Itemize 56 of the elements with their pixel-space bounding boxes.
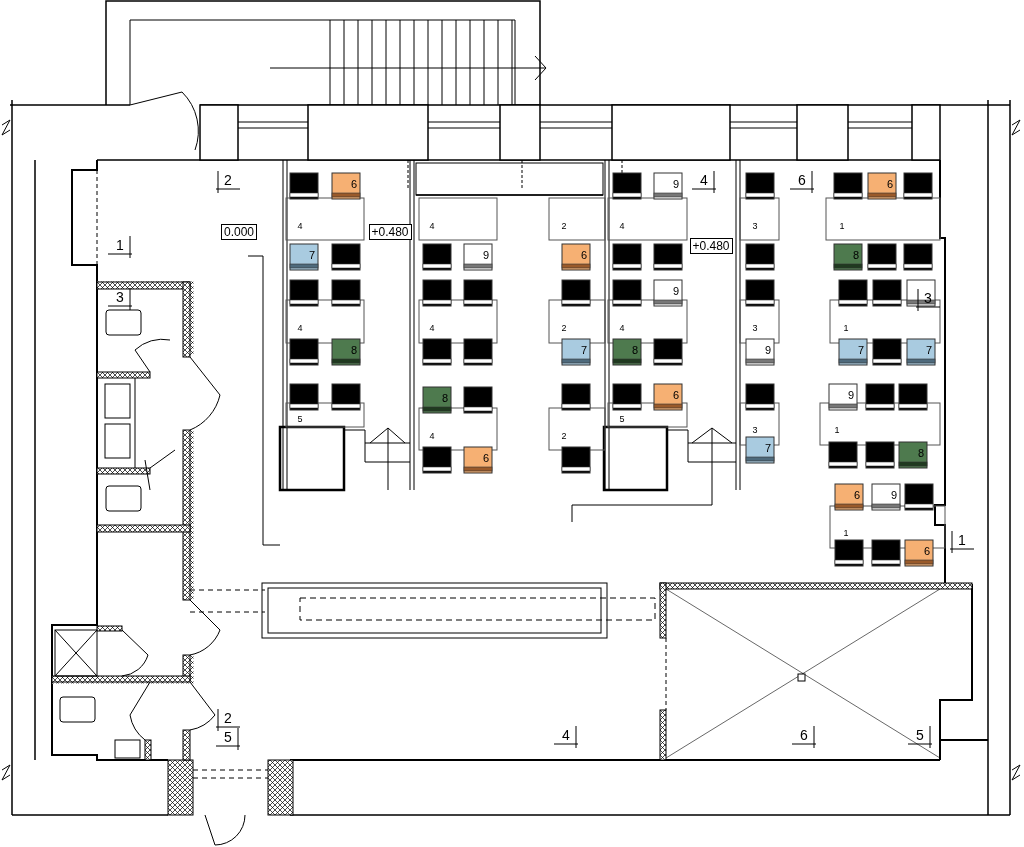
- table-number: 2: [561, 221, 567, 231]
- section-mark: 2: [224, 711, 232, 725]
- table-number: 5: [297, 414, 303, 424]
- chair-number: 8: [853, 249, 860, 261]
- table-number: 4: [429, 221, 435, 231]
- section-mark: 3: [116, 290, 124, 304]
- chair-number: 9: [891, 489, 898, 501]
- chair-number: 7: [309, 249, 316, 261]
- table-number: 1: [839, 221, 845, 231]
- table-number: 2: [561, 323, 567, 333]
- table-number: 4: [297, 221, 303, 231]
- section-mark: 4: [562, 728, 570, 742]
- table-number: 1: [834, 425, 840, 435]
- level-mark: +0.480: [689, 238, 733, 254]
- chair-number: 6: [924, 545, 931, 557]
- table-number: 4: [429, 323, 435, 333]
- chair-number: 6: [581, 249, 588, 261]
- chair-number: 6: [351, 178, 358, 190]
- level-mark: 0.000: [221, 224, 258, 240]
- chair-number: 7: [926, 344, 933, 356]
- chair-number: 8: [632, 344, 639, 356]
- table-number: 2: [561, 431, 567, 441]
- chair-number: 8: [918, 447, 925, 459]
- table-number: 3: [752, 221, 758, 231]
- table-number: 1: [843, 323, 849, 333]
- table-number: 4: [297, 323, 303, 333]
- chair-number: 8: [351, 344, 358, 356]
- section-mark: 6: [798, 173, 806, 187]
- table-number: 3: [752, 425, 758, 435]
- chair-number: 6: [483, 452, 490, 464]
- section-mark: 5: [224, 730, 232, 744]
- chair-number: 9: [848, 389, 855, 401]
- chair-number: 8: [442, 392, 449, 404]
- table-number: 4: [619, 323, 625, 333]
- chair-number: 9: [673, 285, 680, 297]
- chair-number: 9: [765, 344, 772, 356]
- table-number: 1: [843, 528, 849, 538]
- chair-number: 6: [854, 489, 861, 501]
- table-number: 4: [429, 431, 435, 441]
- chair-number: 7: [581, 344, 588, 356]
- section-mark: 5: [916, 728, 924, 742]
- table-number: 4: [619, 221, 625, 231]
- table-number: 5: [619, 414, 625, 424]
- section-mark: 2: [224, 173, 232, 187]
- chair-number: 9: [483, 249, 490, 261]
- chair-number: 7: [858, 344, 865, 356]
- chair-number: 9: [673, 178, 680, 190]
- chair-number: 6: [673, 389, 680, 401]
- chair-number: 6: [887, 178, 894, 190]
- table-number: 3: [752, 323, 758, 333]
- section-mark: 1: [116, 238, 124, 252]
- level-mark: +0.480: [368, 224, 412, 240]
- section-mark: 4: [700, 173, 708, 187]
- section-mark: 1: [958, 533, 966, 547]
- chair-number: 7: [765, 442, 772, 454]
- section-mark: 6: [800, 728, 808, 742]
